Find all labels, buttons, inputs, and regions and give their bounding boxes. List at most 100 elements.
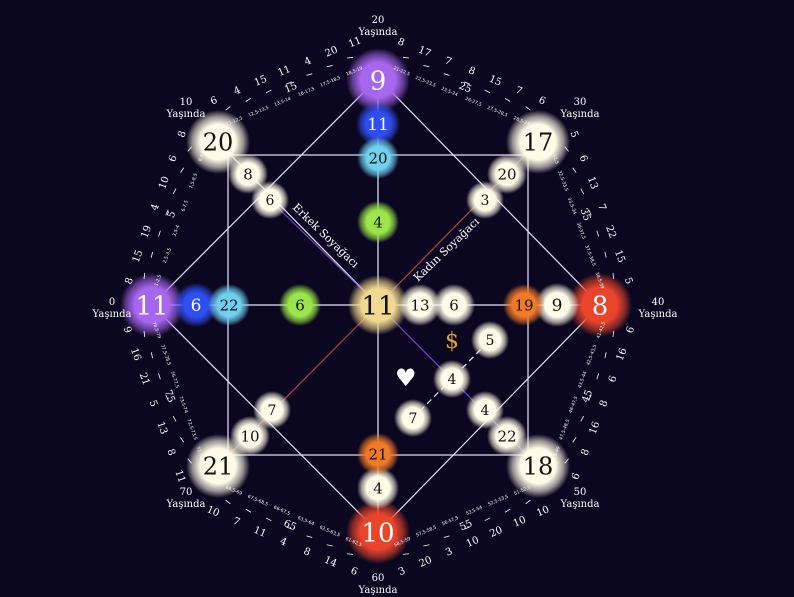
age-label-20: 20 bbox=[372, 15, 385, 26]
circle-corner-top-left-disc bbox=[186, 110, 250, 174]
perimeter-dash bbox=[245, 508, 252, 513]
perimeter-dash bbox=[484, 89, 491, 94]
perimeter-dash bbox=[180, 437, 185, 443]
circle-corner-bottom-right-disc bbox=[506, 434, 570, 498]
range-label: 1-2,5 bbox=[153, 274, 163, 287]
perimeter-dash bbox=[143, 331, 146, 338]
perimeter-number: 11 bbox=[276, 64, 292, 79]
perimeter-number: 7 bbox=[231, 516, 241, 529]
circle-tl-b-value: 6 bbox=[266, 193, 275, 209]
perimeter-dash bbox=[402, 553, 409, 555]
perimeter-number: 6 bbox=[577, 154, 590, 164]
circle-right-inner-a-value: 6 bbox=[449, 296, 459, 314]
perimeter-dash bbox=[588, 394, 592, 401]
circle-br-b-disc bbox=[466, 391, 504, 429]
perimeter-number: 16 bbox=[128, 347, 143, 363]
circle-channel-mid-disc bbox=[433, 360, 471, 398]
circle-center: 11 bbox=[348, 275, 408, 335]
range-label: 12,5-13,5 bbox=[247, 105, 269, 119]
range-label: 31-32,5 bbox=[548, 147, 560, 166]
circle-left-mid-disc bbox=[208, 284, 250, 326]
circle-top-inner: 4 bbox=[357, 201, 399, 243]
perimeter-number: 5 bbox=[622, 276, 635, 286]
circle-tl-a-disc bbox=[228, 154, 268, 194]
heart-icon: ♥ bbox=[395, 364, 417, 392]
perimeter-number: 10 bbox=[157, 175, 172, 191]
range-label: 22,5-23,5 bbox=[414, 75, 436, 89]
range-label: 72,5-73,5 bbox=[185, 418, 198, 441]
circle-br-b-value: 4 bbox=[481, 403, 490, 419]
circle-corner-right-disc bbox=[568, 273, 632, 337]
perimeter-dash bbox=[187, 146, 192, 152]
circle-right-inner-b-disc bbox=[399, 284, 441, 326]
age-label-10: 10 bbox=[180, 97, 193, 108]
circle-channel-mid: 4 bbox=[433, 360, 471, 398]
range-label: 46-47,5 bbox=[568, 395, 580, 414]
perimeter-dash bbox=[604, 352, 607, 359]
circle-bottom-outer-value: 4 bbox=[373, 479, 383, 497]
perimeter-number: 20 bbox=[324, 45, 340, 60]
perimeter-number: 8 bbox=[302, 546, 312, 559]
age-suffix-60: Yaşında bbox=[358, 585, 398, 596]
circle-left-inner-disc bbox=[279, 284, 321, 326]
perimeter-number: 11 bbox=[347, 35, 363, 50]
circle-right-outer: 9 bbox=[535, 283, 579, 327]
circle-channel-mid-value: 4 bbox=[448, 372, 457, 388]
perimeter-dash bbox=[443, 73, 450, 76]
perimeter-dash bbox=[443, 535, 450, 538]
perimeter-number: 6 bbox=[167, 154, 180, 164]
perimeter-number: 8 bbox=[396, 36, 406, 49]
perimeter-dash bbox=[588, 209, 592, 216]
range-label: 48,5-49 bbox=[550, 446, 562, 465]
perimeter-dash bbox=[158, 373, 161, 380]
circle-right-mid-value: 19 bbox=[514, 296, 533, 314]
age-suffix-20: Yaşında bbox=[358, 27, 398, 38]
money-icon: $ bbox=[445, 329, 459, 354]
perimeter-dash bbox=[612, 272, 615, 279]
perimeter-number: 6 bbox=[537, 95, 547, 108]
circle-right-inner-a: 6 bbox=[433, 284, 475, 326]
perimeter-number: 15 bbox=[487, 74, 503, 89]
perimeter-dash bbox=[423, 544, 430, 547]
perimeter-number: 7 bbox=[443, 55, 453, 68]
minor-age-marker: 45 bbox=[580, 389, 595, 405]
perimeter-number: 15 bbox=[131, 249, 146, 265]
circle-bottom-mid-value: 21 bbox=[368, 445, 387, 463]
circle-corner-bottom: 10 bbox=[346, 500, 410, 564]
circle-tr-a-value: 20 bbox=[497, 165, 516, 183]
perimeter-dash bbox=[187, 458, 192, 464]
perimeter-dash bbox=[525, 106, 531, 111]
minor-age-marker: 55 bbox=[458, 518, 474, 533]
perimeter-number: 11 bbox=[172, 469, 187, 485]
range-label: 66-67,5 bbox=[273, 505, 291, 517]
perimeter-dash bbox=[464, 81, 470, 85]
perimeter-number: 8 bbox=[598, 399, 611, 409]
perimeter-dash bbox=[286, 81, 292, 85]
circle-corner-bottom-value: 10 bbox=[361, 518, 394, 548]
female-line-label: Kadın Soyağacı bbox=[411, 215, 482, 285]
perimeter-number: 16 bbox=[588, 420, 603, 436]
circle-top-mid-disc bbox=[357, 137, 399, 179]
perimeter-dash bbox=[612, 331, 615, 338]
perimeter-dash bbox=[225, 499, 231, 505]
circle-corner-top: 9 bbox=[346, 48, 410, 112]
age-suffix-50: Yaşında bbox=[560, 499, 600, 510]
circle-center-value: 11 bbox=[361, 291, 394, 321]
perimeter-dash bbox=[423, 65, 430, 68]
minor-age-marker: 15 bbox=[283, 81, 299, 96]
circle-corner-top-left: 20 bbox=[186, 110, 250, 174]
perimeter-number: 16 bbox=[615, 347, 630, 363]
perimeter-number: 11 bbox=[252, 525, 268, 540]
range-label: 23,5-24 bbox=[440, 86, 458, 98]
circle-corner-bottom-right-value: 18 bbox=[523, 453, 554, 481]
perimeter-number: 4 bbox=[232, 85, 242, 98]
circle-corner-bottom-right: 18 bbox=[506, 434, 570, 498]
perimeter-number: 15 bbox=[253, 74, 269, 89]
perimeter-dash bbox=[572, 437, 577, 443]
range-label: 3,5-4 bbox=[172, 224, 182, 237]
range-label: 77,5-78,5 bbox=[159, 344, 172, 367]
circle-left-mid-value: 22 bbox=[219, 296, 238, 314]
circle-tr-b-value: 3 bbox=[481, 193, 490, 209]
circle-corner-left-value: 11 bbox=[135, 291, 168, 321]
circle-bl-b-value: 7 bbox=[268, 403, 277, 419]
